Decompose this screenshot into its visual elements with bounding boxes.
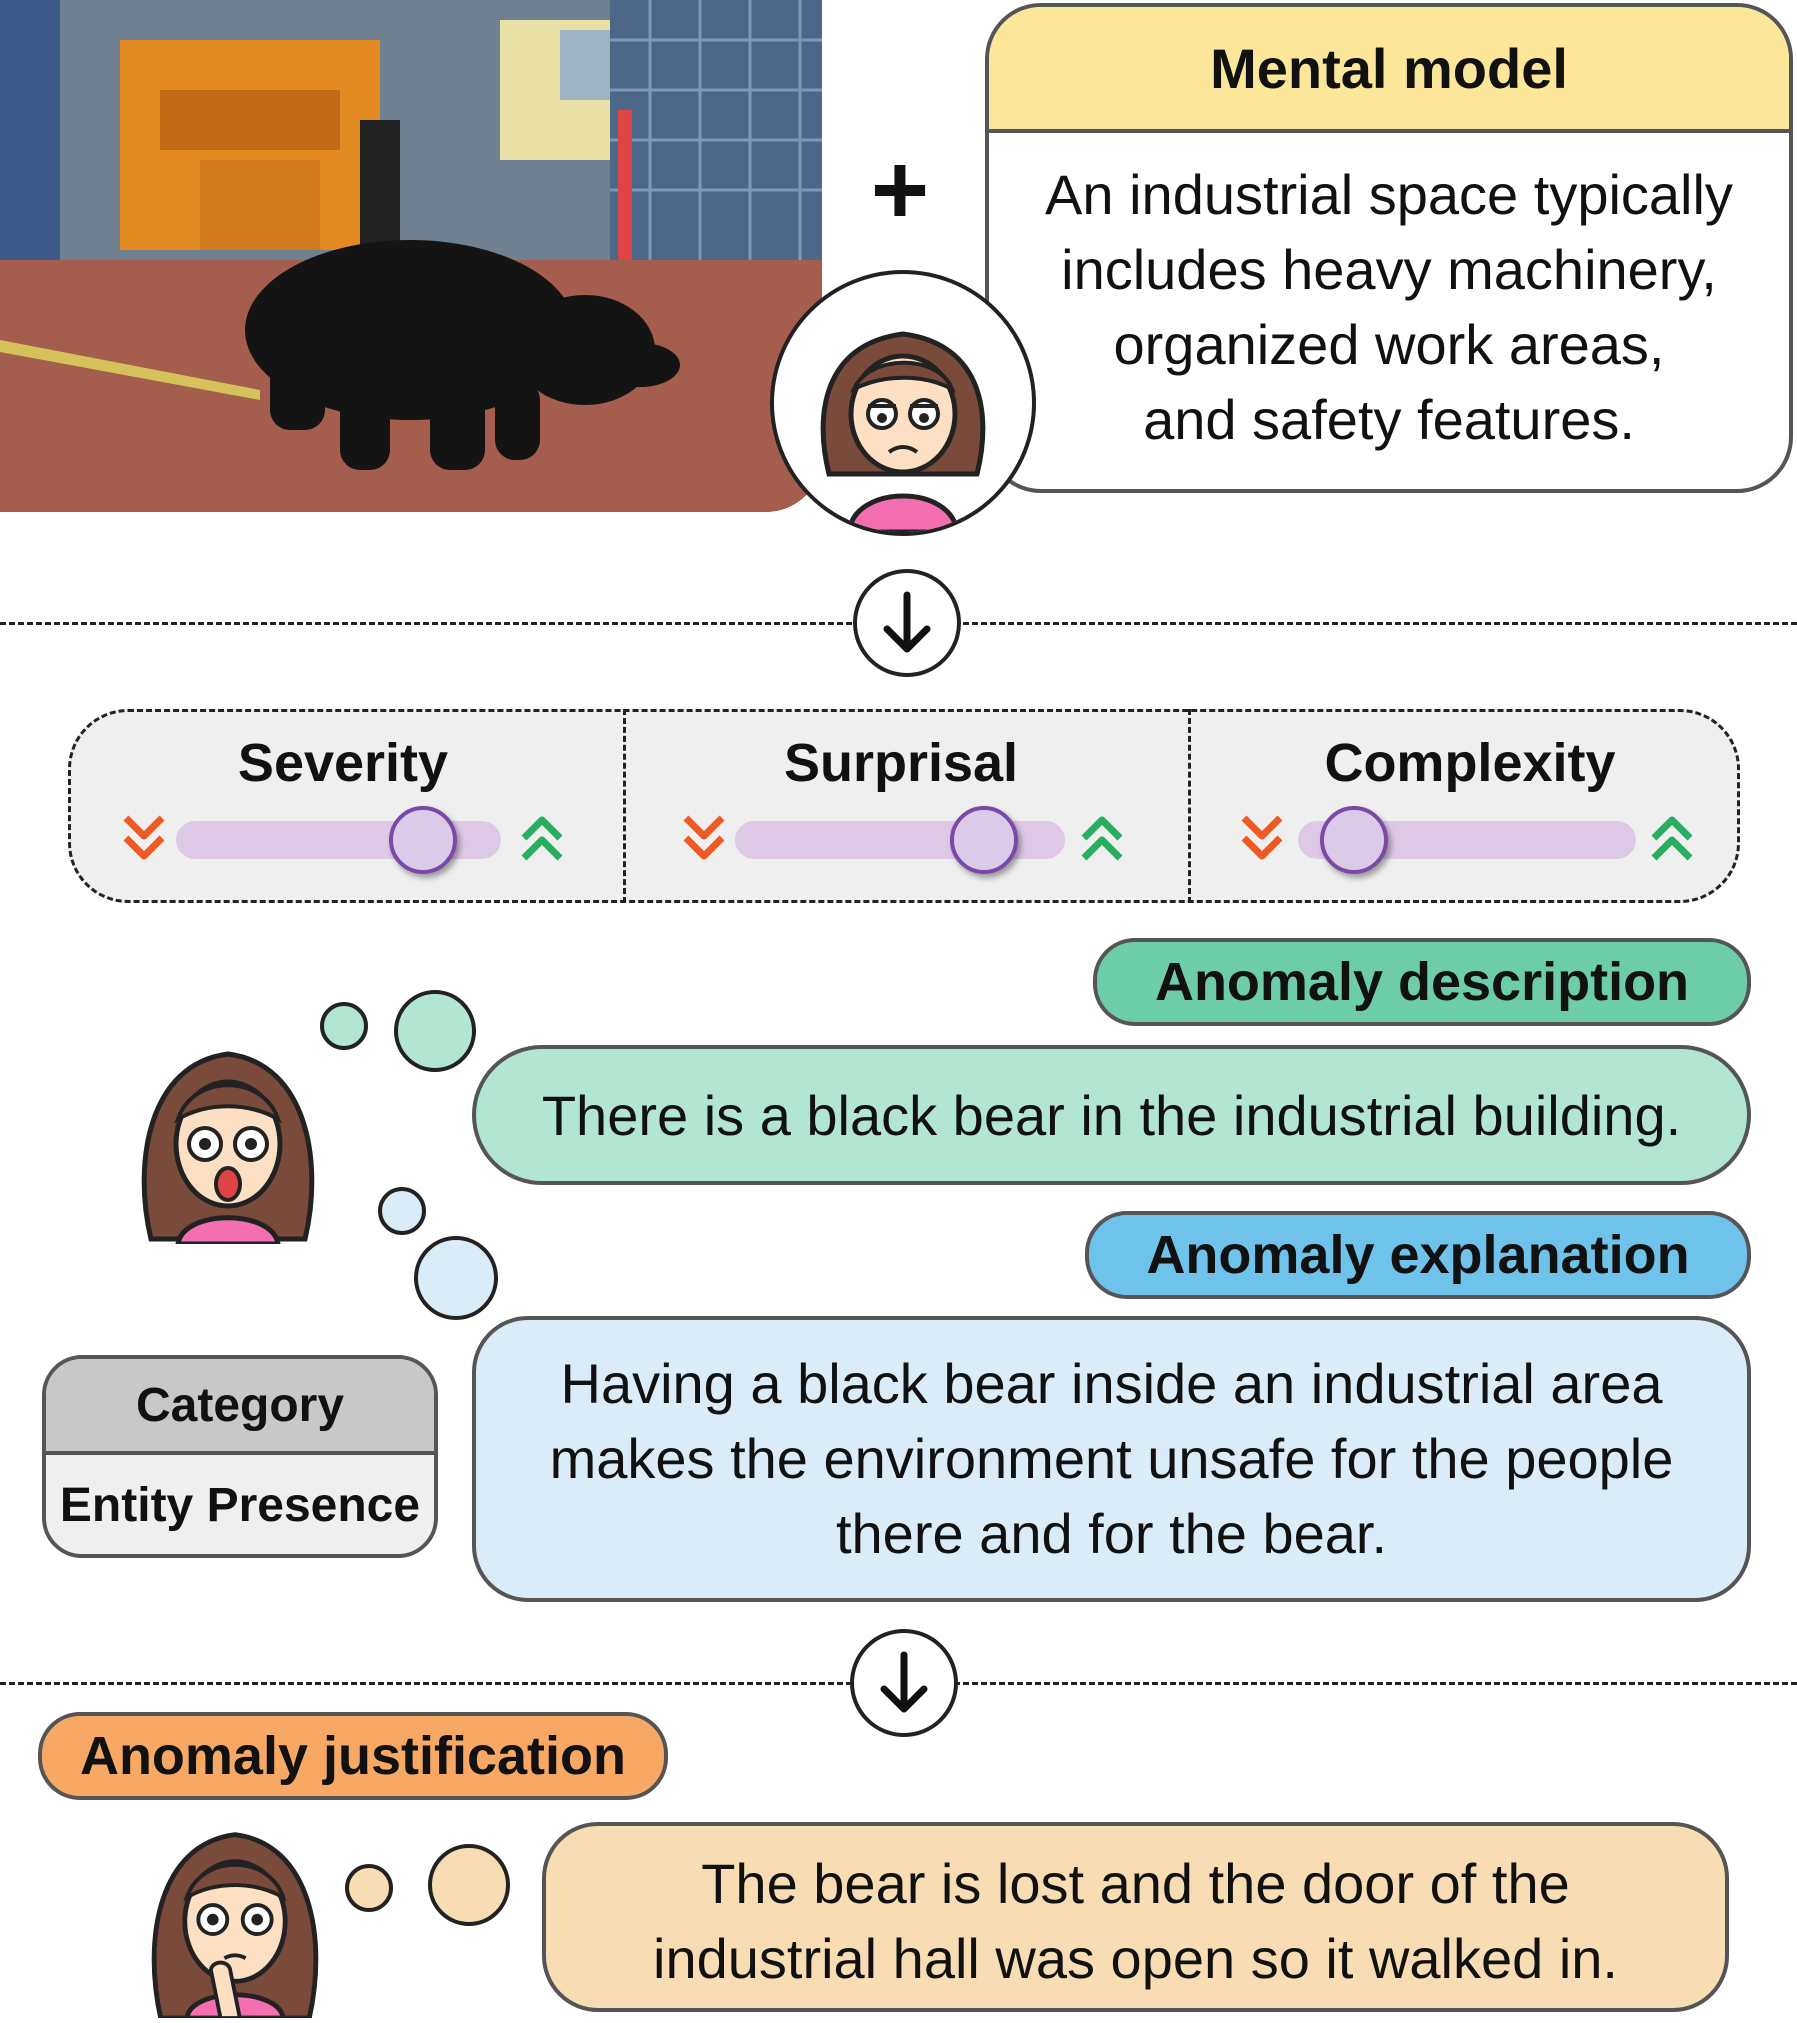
thinking-woman-avatar [140,1825,330,2021]
justification-line: industrial hall was open so it walked in… [653,1927,1618,1990]
sliders-panel [68,709,1740,903]
mental-model-line: includes heavy machinery, [1061,238,1717,301]
mental-model-text: An industrial space typically includes h… [989,157,1789,457]
thought-dot [378,1187,426,1235]
anomaly-explanation-header: Anomaly explanation [1085,1211,1751,1299]
category-box: Category Entity Presence [42,1355,438,1558]
thought-dot [414,1236,498,1320]
double-chevron-up-icon [521,816,563,861]
thought-dot [394,990,476,1072]
severity-label: Severity [237,733,449,793]
anomaly-justification-bubble: The bear is lost and the door of the ind… [542,1822,1729,2012]
surprisal-knob[interactable] [949,806,1018,874]
thought-dot [345,1864,393,1912]
anomaly-explanation-bubble: Having a black bear inside an industrial… [472,1316,1751,1602]
explanation-line: makes the environment unsafe for the peo… [549,1427,1674,1490]
explanation-line: Having a black bear inside an industrial… [560,1352,1663,1415]
mental-model-line: and safety features. [1143,388,1635,451]
plus-symbol: + [870,134,930,246]
annoyed-woman-avatar [770,270,1036,536]
slider-divider [623,709,626,903]
complexity-label: Complexity [1324,733,1616,793]
thought-dot [428,1844,510,1926]
arrow-down-icon [853,569,961,677]
justification-line: The bear is lost and the door of the [701,1852,1570,1915]
anomaly-justification-header: Anomaly justification [38,1712,668,1800]
double-chevron-down-icon [1241,815,1283,860]
double-chevron-down-icon [683,815,725,860]
double-chevron-up-icon [1081,816,1123,861]
explanation-line: there and for the bear. [835,1502,1388,1565]
mental-model-header: Mental model [989,7,1789,133]
surprisal-label: Surprisal [783,733,1019,793]
photo-bear-in-factory [0,0,822,512]
category-value: Entity Presence [59,1478,421,1532]
slider-divider [1188,709,1191,903]
category-header: Category [46,1359,434,1455]
mental-model-line: An industrial space typically [1045,163,1733,226]
double-chevron-up-icon [1651,816,1693,861]
shocked-woman-avatar [133,1044,323,1247]
severity-knob[interactable] [389,806,458,874]
anomaly-description-header: Anomaly description [1093,938,1751,1026]
mental-model-box: Mental model An industrial space typical… [985,3,1793,493]
thought-dot [320,1002,368,1050]
arrow-down-icon [850,1629,958,1737]
complexity-knob[interactable] [1319,806,1388,874]
double-chevron-down-icon [123,815,165,860]
mental-model-line: organized work areas, [1113,313,1665,376]
anomaly-description-bubble: There is a black bear in the industrial … [472,1045,1751,1185]
